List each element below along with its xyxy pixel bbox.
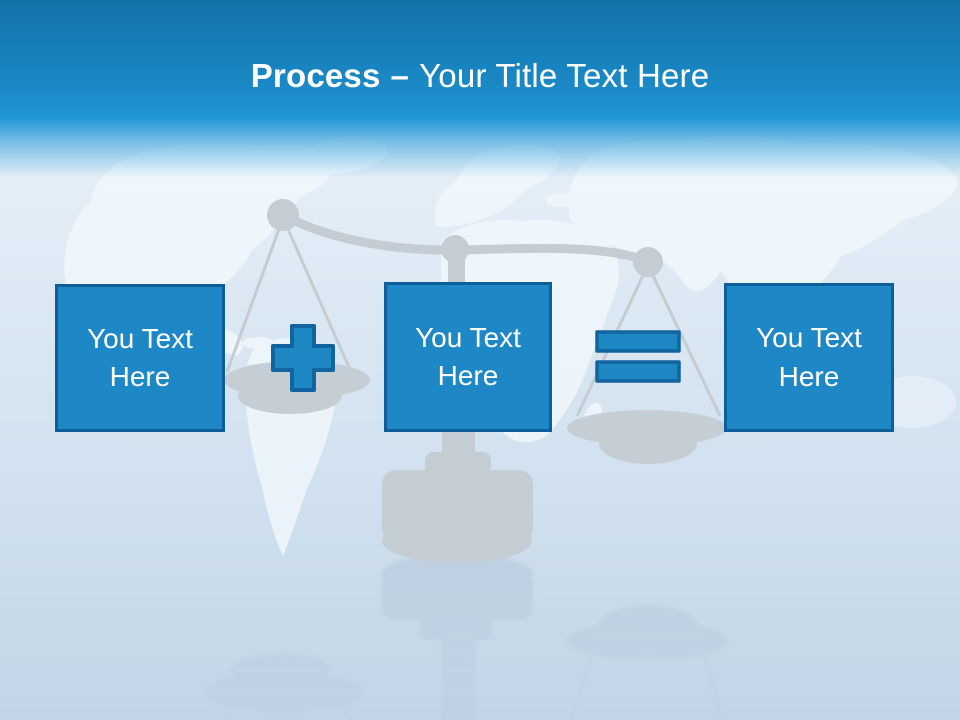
header-band: [0, 0, 960, 178]
title-bold: Process: [250, 57, 381, 94]
plus-icon: [271, 324, 335, 392]
title-dash: –: [390, 57, 410, 94]
box-label: You Text Here: [87, 322, 193, 392]
process-box-1: You Text Here: [55, 284, 225, 432]
box-label: You Text Here: [415, 321, 521, 391]
title-rest: Your Title Text Here: [419, 57, 710, 94]
process-box-2: You Text Here: [384, 282, 552, 432]
equals-icon: [595, 330, 681, 383]
slide-title: Process – Your Title Text Here: [0, 46, 960, 106]
process-box-3: You Text Here: [724, 283, 894, 432]
box-label: You Text Here: [756, 322, 862, 392]
